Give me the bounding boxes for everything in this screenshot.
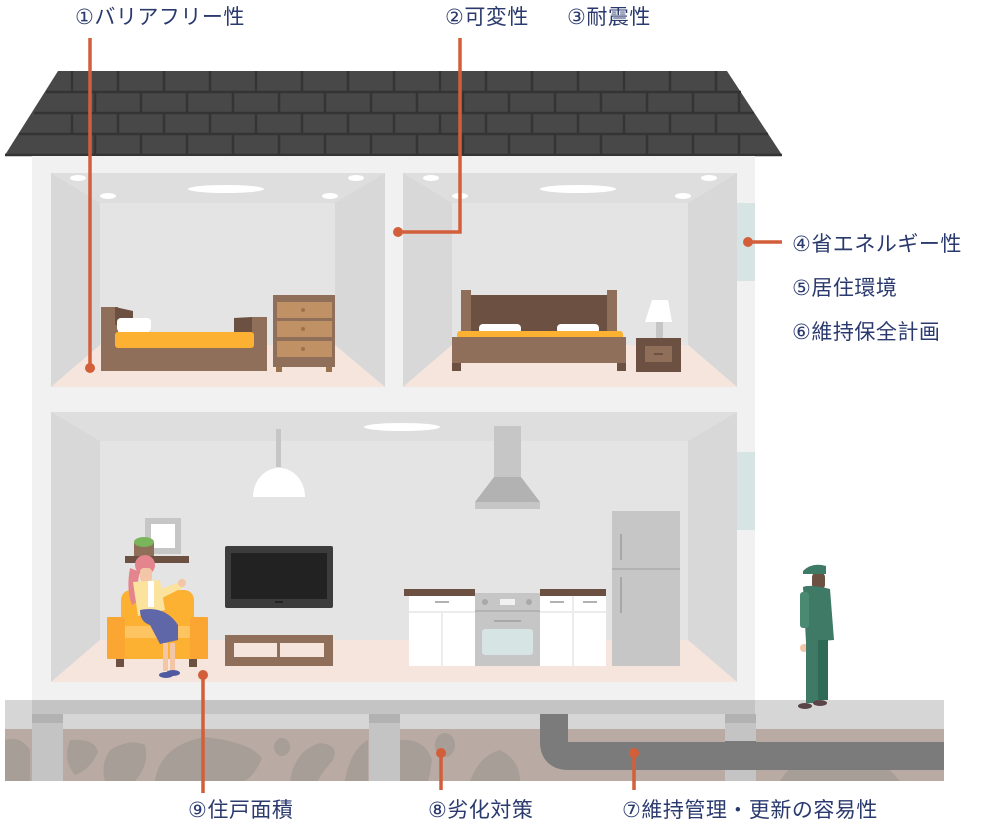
label-ease-of-maintenance: ⑦維持管理・更新の容易性 [622,798,878,822]
pendant-lamp [253,429,305,497]
leader-lines [88,38,782,793]
room-bedroom-right [403,173,737,387]
room-bedroom-left [51,173,385,387]
label-living-environment: ⑤居住環境 [792,276,898,300]
label-energy-efficiency: ④省エネルギー性 [792,232,962,256]
tv-stand [225,635,333,666]
roof [5,71,782,157]
woman-seated [128,555,186,678]
refrigerator [612,511,680,666]
maintenance-worker [798,564,834,709]
leader-dots [85,227,753,758]
single-bed [101,307,267,371]
label-maintenance-plan: ⑥維持保全計画 [792,320,941,344]
double-bed [452,290,626,371]
label-variability: ②可変性 [445,5,529,29]
television [225,546,333,608]
label-floor-area: ⑨住戸面積 [188,798,294,822]
range-hood [475,426,540,509]
label-barrier-free: ①バリアフリー性 [75,5,245,29]
nightstand-with-lamp [636,300,681,372]
oven [475,593,540,666]
drain-pipe [540,714,944,770]
kitchen-counter-left [404,589,475,666]
window-lower [737,452,755,530]
label-deterioration-countermeasures: ⑧劣化対策 [428,798,534,822]
chest-of-drawers [273,295,335,372]
wall-shelf [125,518,189,563]
kitchen-counter-right [540,589,606,666]
label-earthquake-resistance: ③耐震性 [567,5,651,29]
room-living-kitchen [51,412,737,682]
